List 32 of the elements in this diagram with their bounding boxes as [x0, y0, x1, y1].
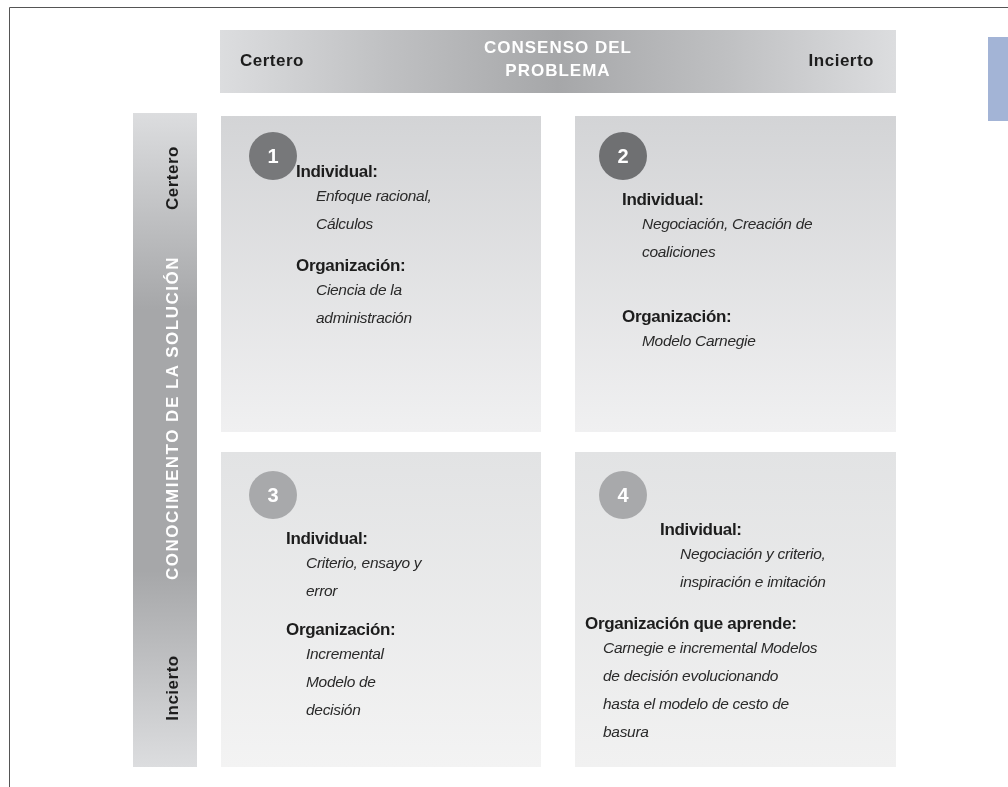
axis-title: CONSENSO DEL PROBLEMA [483, 37, 633, 82]
category-heading: Organización: [622, 307, 733, 327]
category-heading: Organización: [296, 256, 407, 276]
axis-label: Certero [240, 51, 304, 71]
description-text: Carnegie e incremental Modelos de decisión evolucionando hasta el modelo de cesto de basura [603, 638, 818, 742]
description-text: Incremental Modelo de decisión [306, 644, 386, 720]
number-badge: 3 [249, 471, 297, 519]
description-text: Modelo Carnegie [642, 331, 757, 351]
category-heading: Organización: [286, 620, 397, 640]
description-text: Negociación, Creación de coaliciones [642, 214, 814, 262]
quadrant-panel [575, 116, 896, 432]
axis-label: Certero [163, 146, 183, 210]
description-text: Criterio, ensayo y error [306, 553, 423, 601]
axis-label: Incierto [808, 51, 874, 71]
category-heading: Individual: [660, 520, 743, 540]
axis-band [220, 30, 896, 93]
category-heading: Organización que aprende: [585, 614, 798, 634]
category-heading: Individual: [622, 190, 705, 210]
description-text: Negociación y criterio, inspiración e imitación [680, 544, 827, 592]
axis-title: CONOCIMIENTO DE LA SOLUCIÓN [163, 256, 183, 580]
quadrant-panel [221, 116, 541, 432]
quadrant-panel [575, 452, 896, 767]
number-badge: 2 [599, 132, 647, 180]
description-text: Enfoque racional, Cálculos [316, 186, 433, 234]
category-heading: Individual: [296, 162, 379, 182]
quadrant-panel [221, 452, 541, 767]
category-heading: Individual: [286, 529, 369, 549]
number-badge: 4 [599, 471, 647, 519]
number-badge: 1 [249, 132, 297, 180]
description-text: Ciencia de la administración [316, 280, 413, 328]
axis-label: Incierto [163, 655, 183, 721]
axis-band [133, 113, 197, 767]
